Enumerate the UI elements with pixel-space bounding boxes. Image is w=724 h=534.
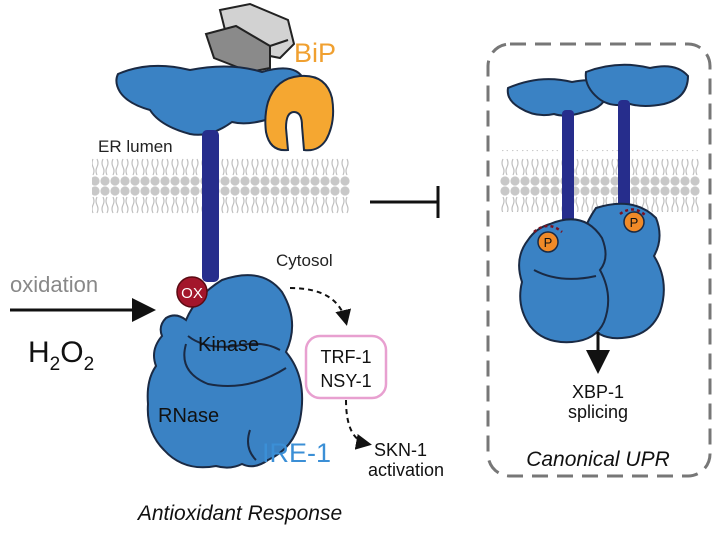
canonical-upr-box <box>486 42 712 478</box>
kinase-label: Kinase <box>198 334 259 356</box>
xbp1-splicing-label: splicing <box>568 402 628 422</box>
grey-chaperone-icon <box>204 2 296 74</box>
phospho-label-right: P <box>630 215 639 230</box>
xbp1-label: XBP-1 <box>572 382 624 402</box>
left-panel: BiP ER lumen Cytosol Kinase RNase IRE-1 … <box>10 2 444 525</box>
antioxidant-response-caption: Antioxidant Response <box>136 502 342 525</box>
trf-nsy-box <box>304 334 388 400</box>
h2o2-label: H2O2 <box>28 336 94 375</box>
er-lumen-label: ER lumen <box>98 137 173 156</box>
dashed-arrow-to-skn1 <box>345 399 372 450</box>
er-membrane-left <box>92 158 350 220</box>
tm-helix-left <box>562 110 574 230</box>
tm-helix-right <box>618 100 630 220</box>
right-panel: P P XBP-1 splicing Canonical UPR <box>486 42 712 478</box>
trf1-label: TRF-1 <box>321 347 372 367</box>
ox-label: OX <box>181 285 203 302</box>
phospho-label-left: P <box>544 235 553 250</box>
phospho-icon-left <box>537 231 559 253</box>
ire1-cytosolic-domain <box>146 274 304 469</box>
ire1-lumenal-domain <box>115 64 306 136</box>
transmembrane-helix <box>202 130 219 282</box>
rnase-label: RNase <box>158 405 219 427</box>
er-membrane-right <box>500 150 700 212</box>
inhibition-arrow <box>370 186 440 218</box>
bip-label: BiP <box>294 38 336 68</box>
dashed-arrow-to-trf <box>289 287 352 326</box>
oxidation-label: oxidation <box>10 272 98 297</box>
phospho-icon-right <box>623 211 645 233</box>
skn1-activation-label: activation <box>368 460 444 480</box>
ire1-label: IRE-1 <box>262 438 331 468</box>
nsy1-label: NSY-1 <box>320 371 371 391</box>
cytosol-label: Cytosol <box>276 251 333 270</box>
ire1-lumenal-dimer-right <box>584 63 690 107</box>
canonical-upr-caption: Canonical UPR <box>526 448 670 471</box>
ire1-cytosolic-dimer-front <box>518 218 610 344</box>
ire1-lumenal-dimer-left <box>506 78 610 117</box>
bip-icon <box>264 74 335 152</box>
oxidation-site-icon <box>176 276 208 308</box>
skn1-label: SKN-1 <box>374 440 427 460</box>
